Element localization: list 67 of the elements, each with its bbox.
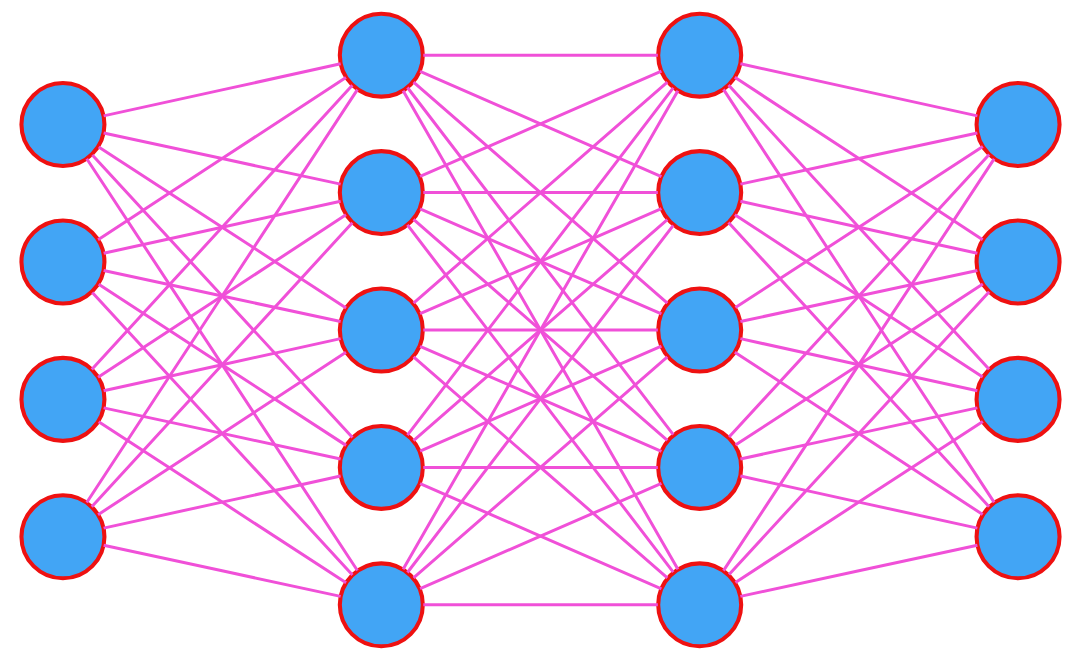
- connector: [739, 337, 978, 393]
- connector: [90, 84, 353, 371]
- connector: [96, 351, 347, 516]
- connector: [422, 53, 658, 57]
- connector: [422, 328, 658, 332]
- node-circle: [337, 149, 425, 237]
- connector: [726, 84, 990, 371]
- connector: [721, 88, 995, 504]
- connector: [85, 88, 359, 504]
- node-circle: [655, 149, 743, 237]
- connector: [734, 145, 984, 309]
- connector: [726, 221, 990, 508]
- connector: [739, 269, 978, 323]
- node-circle: [18, 493, 106, 581]
- connector: [739, 474, 978, 530]
- connector: [97, 283, 347, 447]
- connector: [721, 158, 995, 572]
- node-circle: [655, 561, 743, 649]
- connector: [422, 465, 658, 469]
- connector: [739, 62, 978, 118]
- connector: [90, 291, 354, 576]
- node-circle: [18, 218, 106, 306]
- connector: [96, 213, 347, 379]
- node-circle: [655, 423, 743, 511]
- connector: [102, 406, 341, 461]
- connector: [727, 153, 990, 438]
- connector: [102, 131, 341, 186]
- node-circle: [18, 81, 106, 169]
- connector: [739, 406, 978, 461]
- connector: [419, 344, 662, 453]
- node-circle: [974, 81, 1062, 169]
- node-circle: [337, 423, 425, 511]
- connector: [102, 199, 341, 255]
- connector: [422, 603, 658, 607]
- connector: [422, 191, 658, 195]
- connector: [727, 290, 990, 576]
- node-circle: [337, 561, 425, 649]
- connector: [102, 269, 341, 323]
- connector: [97, 145, 347, 310]
- node-circle: [337, 11, 425, 99]
- connector: [739, 199, 978, 255]
- connector: [401, 90, 679, 570]
- node-circle: [655, 286, 743, 374]
- connector: [102, 337, 341, 393]
- connector: [96, 76, 347, 242]
- connector: [739, 131, 978, 186]
- connector: [412, 218, 668, 442]
- connector: [90, 221, 353, 508]
- connector: [90, 153, 354, 439]
- connector: [739, 543, 978, 598]
- connector: [734, 420, 984, 584]
- connector: [733, 350, 983, 516]
- connector: [102, 543, 341, 598]
- node-circle: [974, 218, 1062, 306]
- node-circle: [18, 355, 106, 443]
- node-circle: [337, 286, 425, 374]
- node-circle: [655, 11, 743, 99]
- connector: [419, 207, 662, 316]
- connector: [102, 62, 341, 118]
- connector: [97, 420, 347, 585]
- node-circle: [974, 493, 1062, 581]
- connector: [85, 157, 359, 572]
- connector: [102, 474, 341, 530]
- connector: [733, 76, 983, 241]
- connector: [734, 282, 984, 447]
- connector: [733, 213, 983, 379]
- node-circle: [974, 355, 1062, 443]
